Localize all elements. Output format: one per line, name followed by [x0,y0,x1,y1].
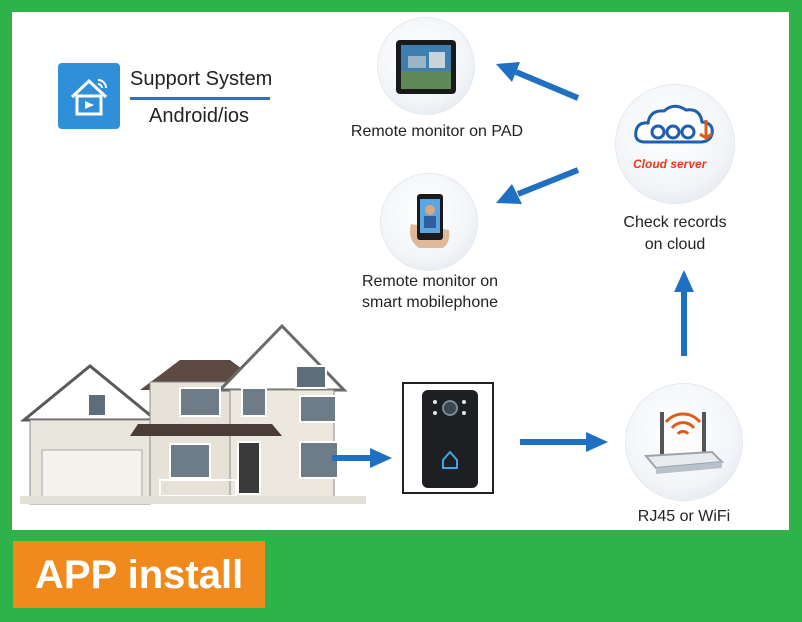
cloud-icon [634,104,714,144]
router-label: RJ45 or WiFi [637,508,731,525]
app-install-banner [13,541,265,608]
arrow-router-to-cloud-head [674,270,694,292]
tablet-icon [396,40,456,94]
router-node-circle [626,384,742,500]
support-subtitle: Android/ios [149,105,250,127]
support-title: Support System [130,68,273,90]
arrow-house-to-doorbell-head [370,448,392,468]
doorbell-icon [402,382,494,494]
arrow-cloud-to-pad [514,69,580,101]
router-icon [643,412,725,474]
arrow-cloud-to-phone-head [496,184,522,204]
house-illustration [20,323,366,508]
cloud-label-line1: Check records [623,214,727,231]
support-divider [130,97,270,100]
cloud-server-badge: Cloud server [633,157,707,171]
arrow-cloud-to-pad-head [496,62,520,82]
cloud-label-line2: on cloud [644,236,706,253]
arrow-doorbell-to-router-head [586,432,608,452]
pad-label: Remote monitor on PAD [350,123,524,140]
phone-icon [410,194,450,248]
arrow-cloud-to-phone [516,167,580,197]
cloud-node-circle [616,85,734,203]
phone-label-line1: Remote monitor on [361,273,499,290]
home-app-icon [58,63,120,129]
phone-label-line2: smart mobilephone [361,294,499,311]
app-install-text: APP install [35,553,244,597]
